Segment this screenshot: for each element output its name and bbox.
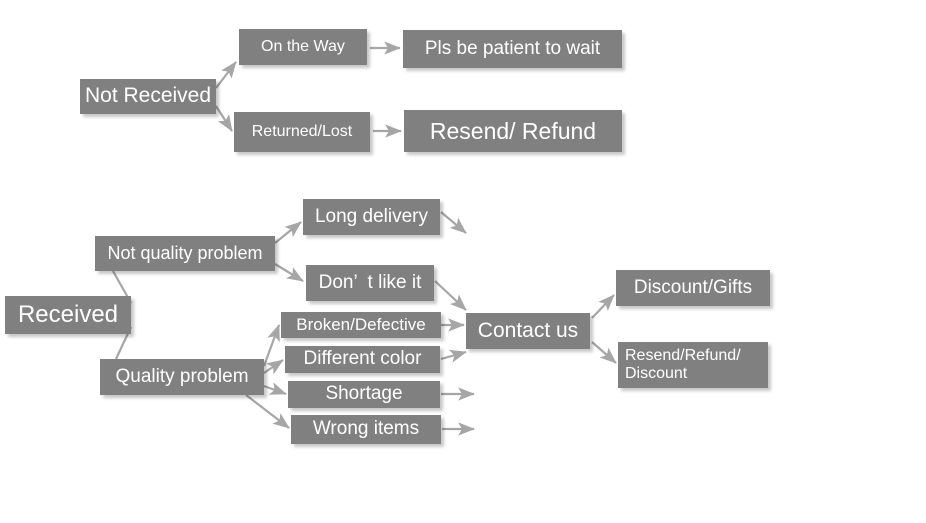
connector-not-quality-to-dont-like	[274, 263, 304, 282]
connector-contact-to-discount-gifts	[591, 294, 615, 319]
node-on-the-way[interactable]: On the Way	[239, 29, 367, 65]
connector-long-delivery-to-contact	[440, 211, 467, 234]
node-returned-lost[interactable]: Returned/Lost	[234, 112, 370, 152]
node-resend-refund-disc[interactable]: Resend/Refund/ Discount	[618, 342, 768, 388]
connector-quality-to-wrong-items	[245, 394, 290, 429]
connector-dont-like-to-contact	[434, 280, 467, 311]
node-resend-refund[interactable]: Resend/ Refund	[404, 110, 622, 152]
connector-not-received-to-on-the-way	[215, 61, 237, 89]
connector-quality-to-different-color	[263, 359, 284, 375]
connector-quality-to-broken	[262, 324, 281, 367]
node-received[interactable]: Received	[5, 296, 131, 334]
node-discount-gifts[interactable]: Discount/Gifts	[616, 270, 770, 306]
node-dont-like-it[interactable]: Don’ t like it	[306, 265, 434, 301]
node-wrong-items[interactable]: Wrong items	[291, 415, 441, 444]
node-quality-problem[interactable]: Quality problem	[100, 359, 264, 395]
node-not-quality-problem[interactable]: Not quality problem	[95, 236, 275, 271]
connector-quality-to-shortage	[263, 382, 287, 396]
node-contact-us[interactable]: Contact us	[466, 313, 590, 349]
connector-different-color-to-contact	[440, 349, 467, 363]
node-pls-be-patient[interactable]: Pls be patient to wait	[403, 30, 622, 68]
connector-not-quality-to-long-delivery	[274, 221, 302, 244]
node-broken-defective[interactable]: Broken/Defective	[281, 312, 441, 338]
node-different-color[interactable]: Different color	[285, 346, 440, 373]
node-not-received[interactable]: Not Received	[80, 79, 216, 114]
connector-not-received-to-returned-lost	[215, 105, 233, 132]
node-long-delivery[interactable]: Long delivery	[303, 199, 440, 235]
connector-contact-to-resend-refund-disc	[591, 341, 617, 364]
node-shortage[interactable]: Shortage	[288, 381, 440, 408]
